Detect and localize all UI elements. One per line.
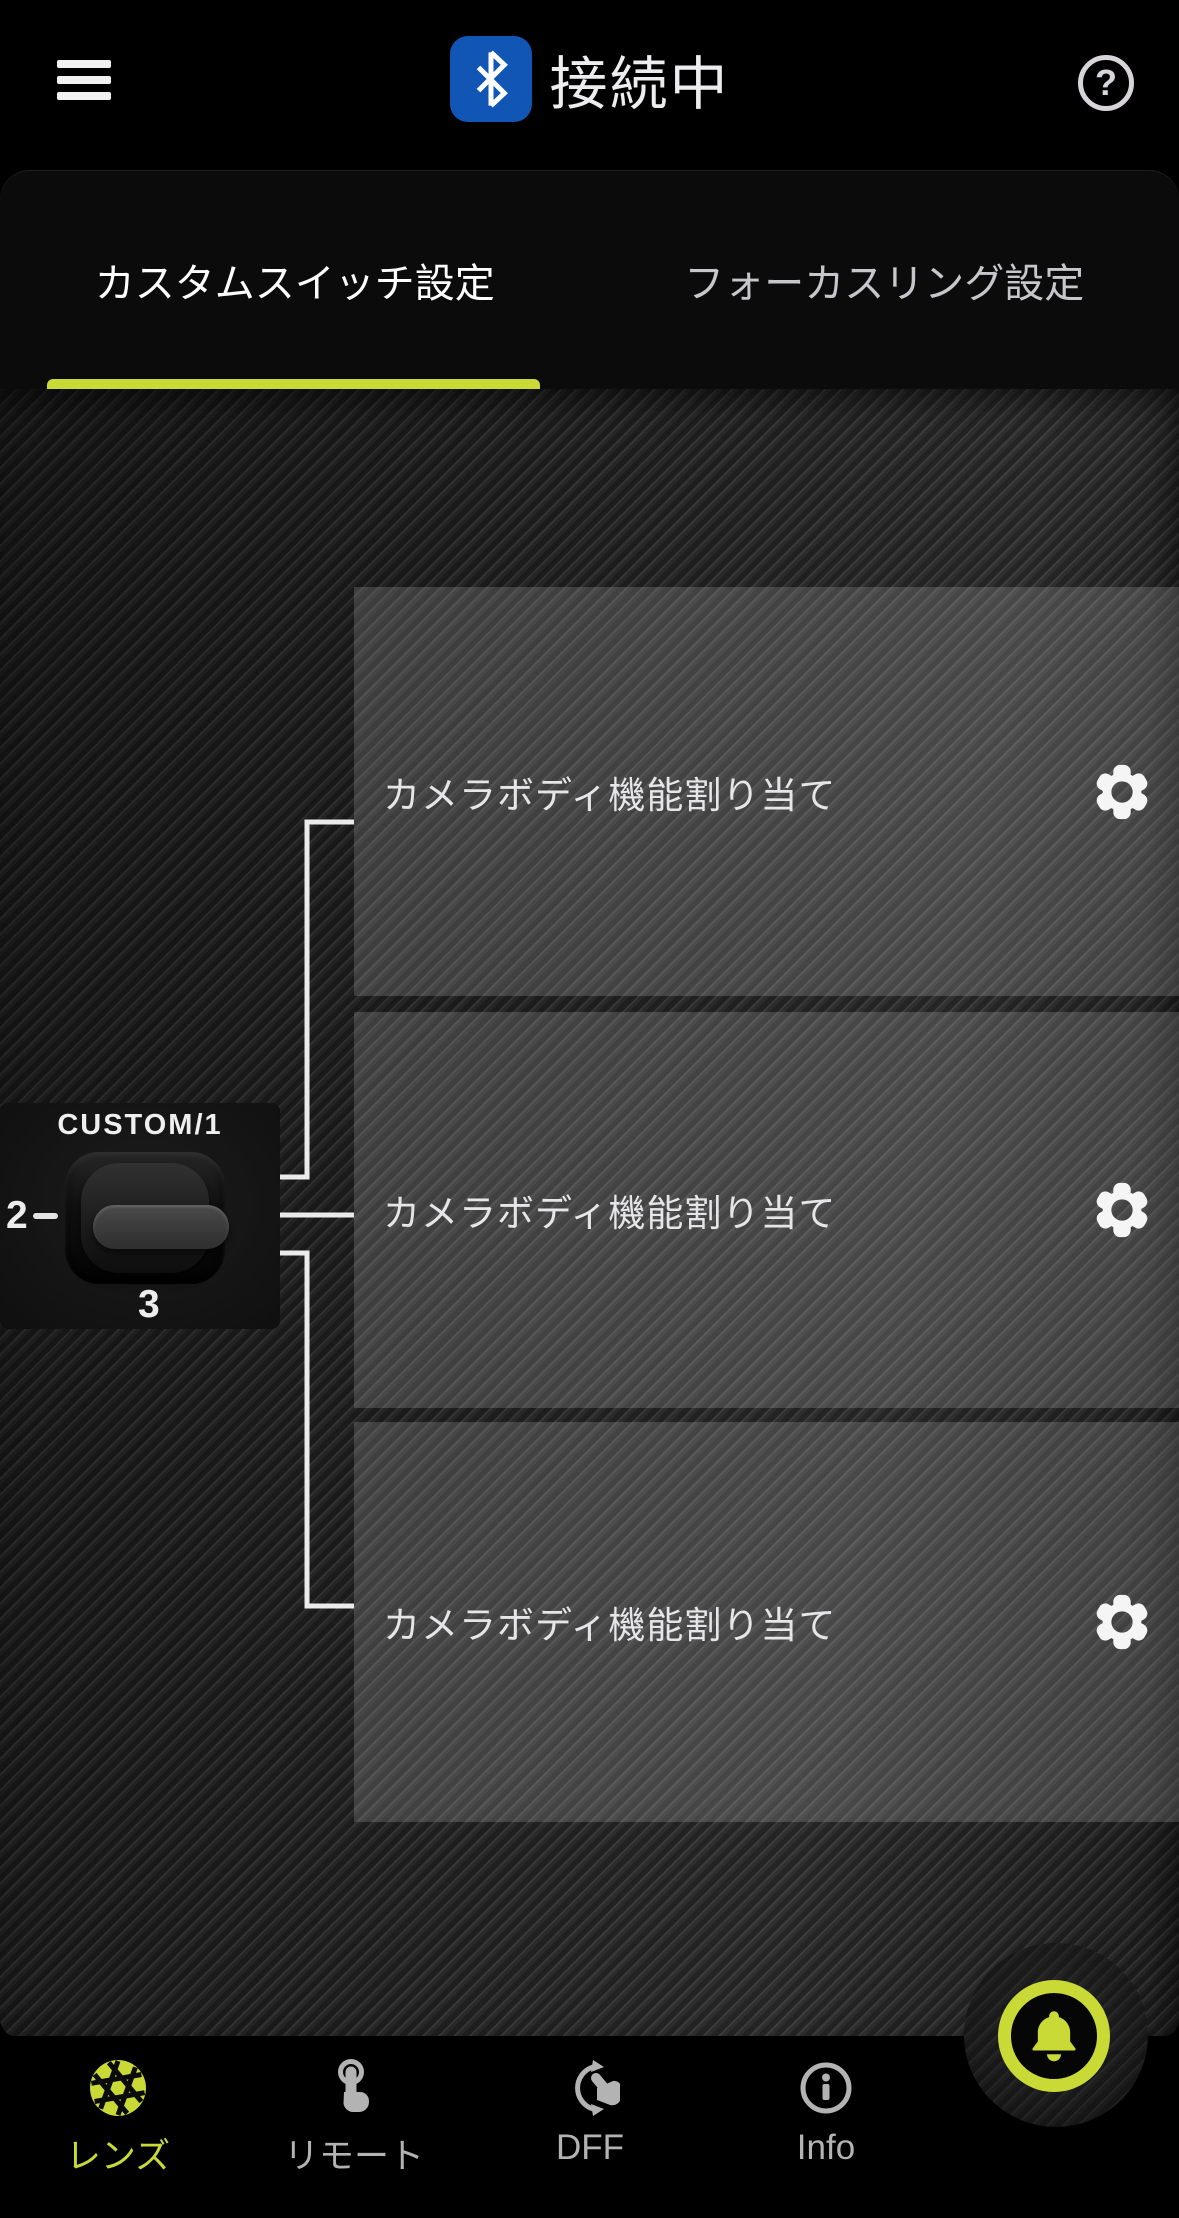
notification-bell-button[interactable]	[998, 1980, 1110, 2092]
nav-item-remote[interactable]: リモート	[264, 2058, 444, 2179]
switch-label-2-dash	[33, 1213, 58, 1219]
gear-settings-icon[interactable]	[1093, 1181, 1151, 1239]
aperture-icon	[90, 2060, 146, 2116]
switch-label-3: 3	[138, 1283, 160, 1326]
top-bar: 接続中 ?	[0, 0, 1179, 170]
nav-item-info[interactable]: Info	[736, 2058, 916, 2168]
bell-icon	[1032, 2011, 1076, 2062]
tab-custom-switch[interactable]: カスタムスイッチ設定	[94, 261, 495, 306]
info-icon	[800, 2062, 852, 2114]
hamburger-menu-icon[interactable]	[57, 60, 111, 102]
assignment-panel-position-3[interactable]: カメラボディ機能割り当て	[354, 1422, 1179, 1822]
gear-settings-icon[interactable]	[1093, 763, 1151, 821]
touch-remote-icon	[338, 2059, 369, 2112]
active-tab-indicator	[47, 379, 540, 389]
switch-label-2: 2	[6, 1194, 28, 1237]
nav-label-info: Info	[796, 2128, 856, 2167]
panel-label: カメラボディ機能割り当て	[383, 774, 837, 816]
panel-label: カメラボディ機能割り当て	[383, 1605, 837, 1646]
gear-settings-icon[interactable]	[1093, 1593, 1151, 1651]
nav-label-remote: リモート	[283, 2137, 424, 2176]
switch-knob	[81, 1163, 229, 1273]
panel-label: カメラボディ機能割り当て	[383, 1193, 837, 1234]
bluetooth-icon	[449, 36, 532, 122]
nav-item-lens[interactable]: レンズ	[28, 2058, 208, 2179]
page-title: 接続中	[549, 52, 730, 117]
nav-label-lens: レンズ	[65, 2137, 171, 2176]
content-area: カメラボディ機能割り当て カメラボディ機能割り当て	[0, 389, 1179, 2037]
connection-status: 接続中	[449, 36, 729, 122]
help-icon[interactable]: ?	[1078, 55, 1134, 111]
assignment-panel-position-1[interactable]: カメラボディ機能割り当て	[354, 587, 1179, 996]
switch-housing	[65, 1152, 229, 1284]
custom-switch-illustration: CUSTOM/1 2 3	[0, 1103, 280, 1329]
tab-focus-ring[interactable]: フォーカスリング設定	[684, 261, 1085, 306]
nav-label-dff: DFF	[555, 2128, 625, 2167]
switch-label-custom-1: CUSTOM/1	[57, 1109, 223, 1141]
nav-item-dff[interactable]: DFF	[500, 2058, 680, 2168]
rotate-hand-icon	[575, 2060, 620, 2116]
tab-bar: カスタムスイッチ設定 フォーカスリング設定	[0, 170, 1179, 389]
assignment-panel-position-2[interactable]: カメラボディ機能割り当て	[354, 1012, 1179, 1408]
switch-grip	[93, 1205, 229, 1249]
